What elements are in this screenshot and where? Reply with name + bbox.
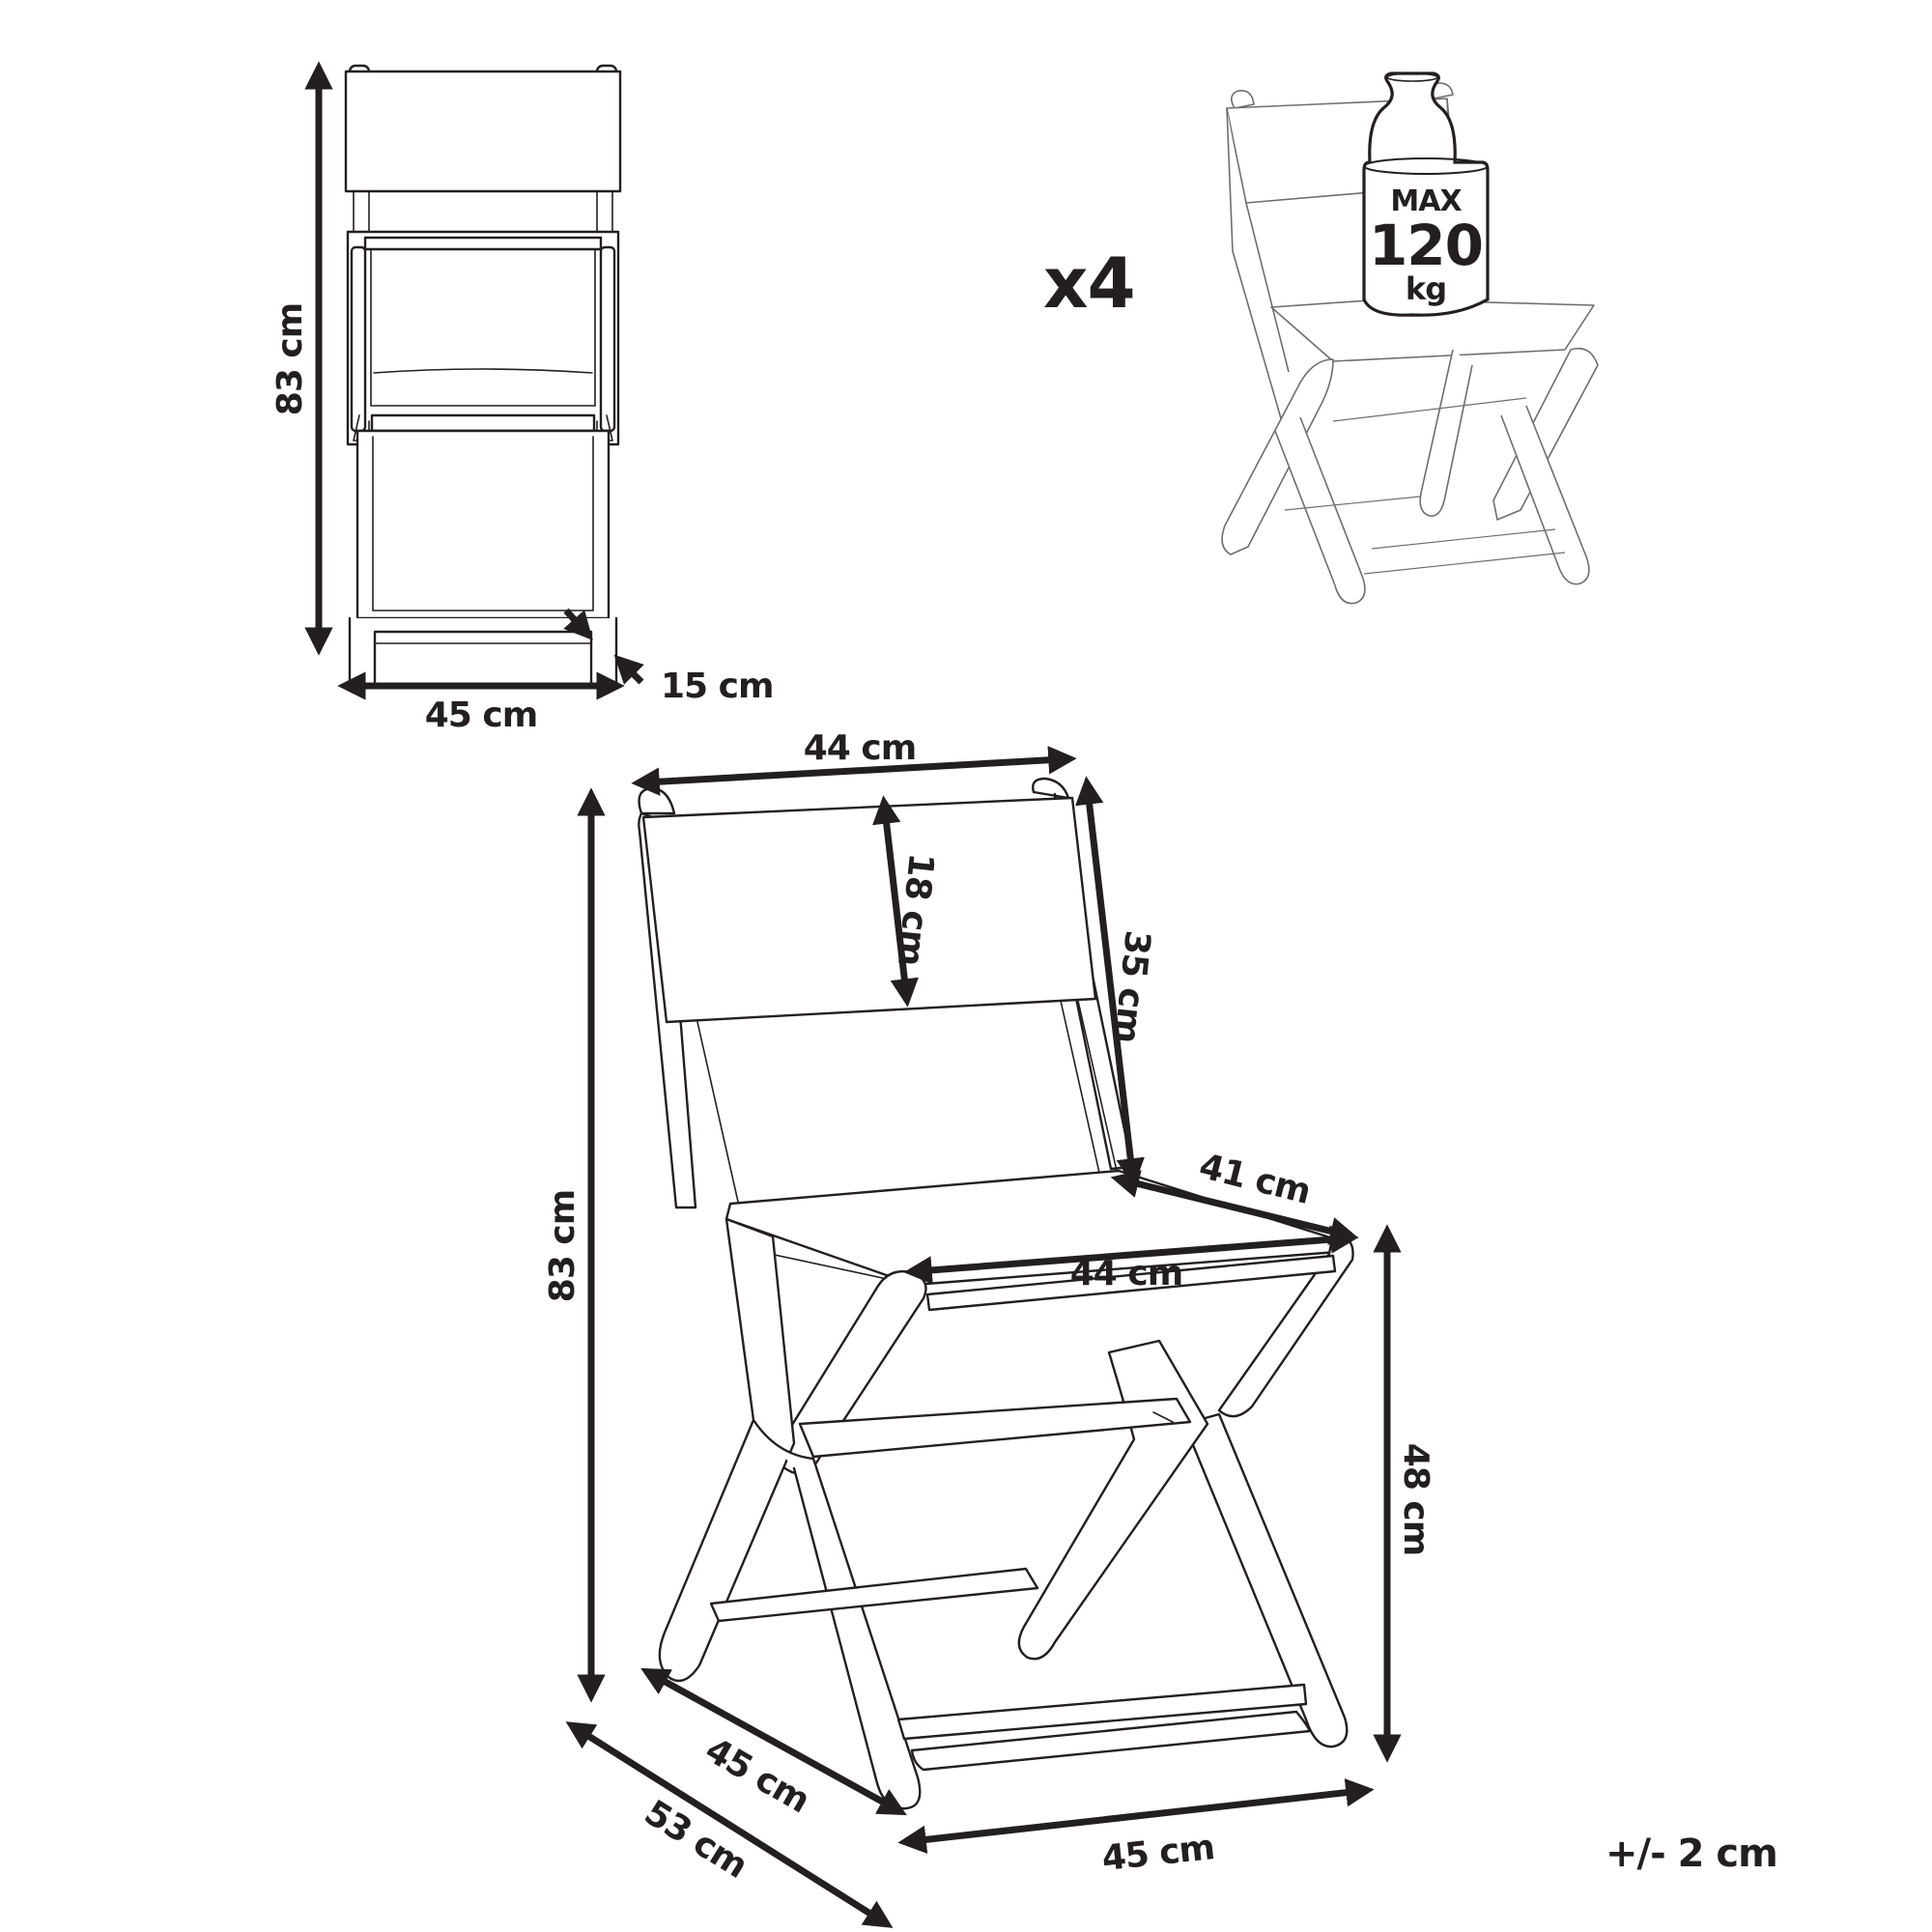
front-view-chair — [344, 64, 622, 690]
base-width-arrow — [897, 1778, 1375, 1854]
max-weight-line1: MAX — [1390, 185, 1462, 218]
total-depth-arrow — [565, 1721, 894, 1928]
backrest-width-arrow — [631, 746, 1077, 796]
folded-depth-arrow-a — [563, 608, 593, 640]
seat-width-arrow — [903, 1225, 1359, 1285]
seat-width-label: 44 cm — [1070, 1254, 1182, 1293]
base-depth-label: 45 cm — [698, 1730, 815, 1821]
seat-height-label: 48 cm — [1396, 1443, 1435, 1555]
max-weight-line2: 120 — [1369, 213, 1483, 278]
tolerance-label: +/- 2 cm — [1605, 1832, 1777, 1876]
backrest-width-label: 44 cm — [804, 728, 916, 768]
front-height-label: 83 cm — [270, 303, 310, 415]
perspective-chair-main — [638, 777, 1354, 1810]
max-weight-icon: MAX 120 kg — [1362, 71, 1490, 317]
folded-depth-label: 15 cm — [661, 667, 773, 706]
max-weight-line3: kg — [1406, 270, 1446, 307]
backrest-panel-height-arrow — [872, 795, 919, 1008]
total-height-label: 83 cm — [543, 1190, 582, 1302]
backrest-height-label: 35 cm — [1106, 928, 1157, 1044]
quantity-label: x4 — [1043, 242, 1135, 324]
backrest-height-arrow — [1075, 776, 1145, 1187]
folded-depth-arrow-b — [613, 654, 644, 685]
base-width-label: 45 cm — [1100, 1828, 1216, 1879]
front-width-label: 45 cm — [425, 696, 537, 735]
